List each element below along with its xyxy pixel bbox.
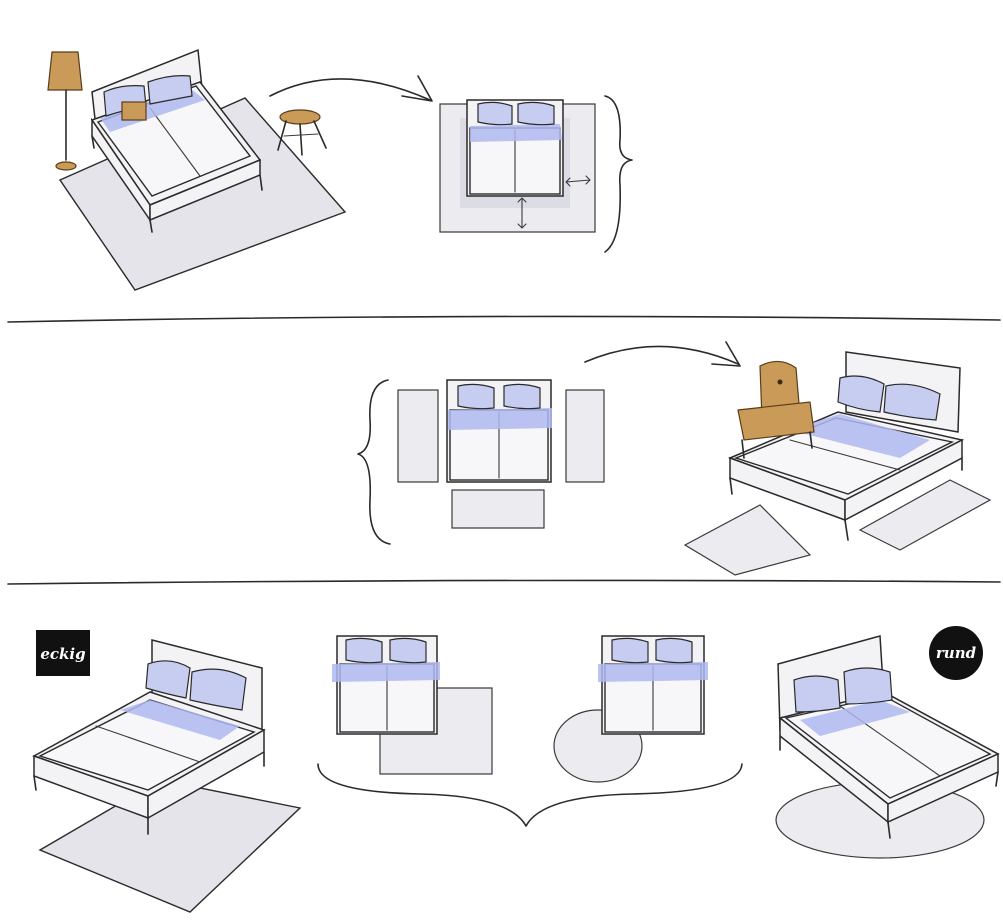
bed-perspective-2 (685, 352, 990, 575)
runner-right (566, 390, 604, 482)
section-divider-1 (8, 316, 1000, 322)
topview-bed-square-rug (332, 636, 492, 774)
label-badge-round: rund (929, 626, 983, 680)
tray (122, 102, 146, 120)
label-badge-angular: eckig (36, 630, 90, 676)
bed-perspective-angular (34, 640, 300, 912)
runner-foot (452, 490, 544, 528)
label-angular: eckig (40, 645, 85, 663)
section-divider-2 (8, 580, 1000, 584)
row-2-side-runners (358, 342, 990, 575)
runner-left (398, 390, 438, 482)
topview-bed-rug-1 (440, 96, 632, 252)
topview-bed-round-rug (554, 636, 708, 782)
label-round: rund (936, 644, 977, 662)
topview-bed-runners (398, 380, 604, 528)
row-1-rug-under-bed (48, 50, 632, 290)
row-3-angular-vs-round: eckig rund (34, 626, 998, 912)
floor-lamp (48, 52, 82, 170)
arrow-to-perspective-2 (585, 346, 738, 364)
